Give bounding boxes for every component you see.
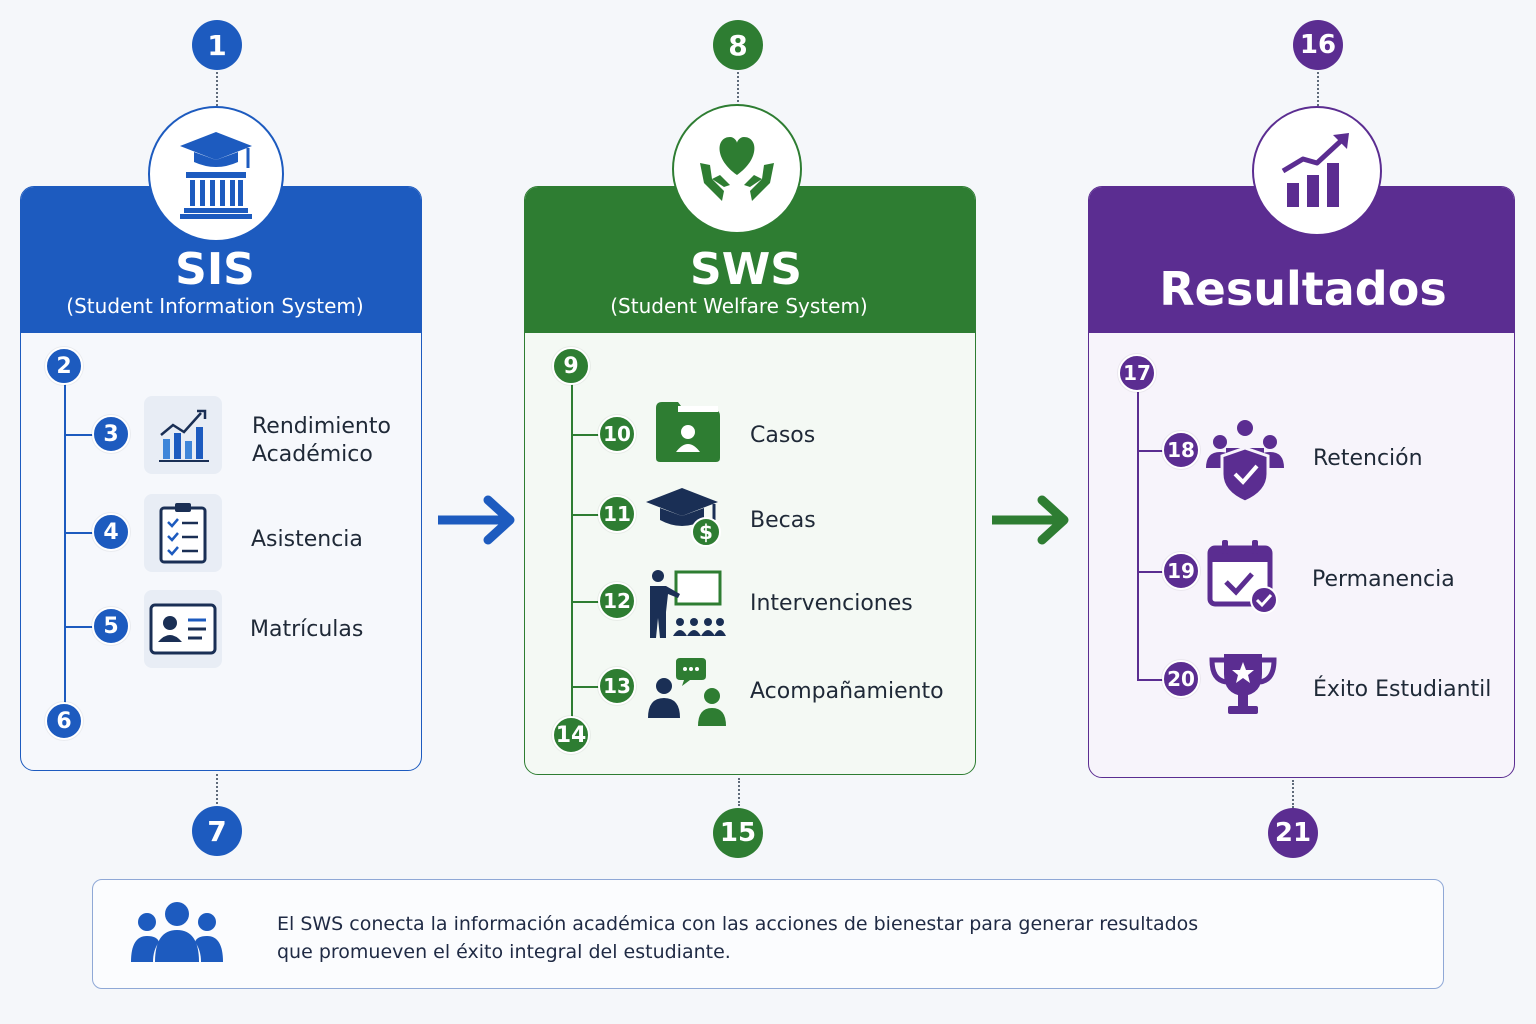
item-label-asistencia: Asistencia bbox=[251, 527, 363, 552]
group-shield-icon bbox=[1206, 420, 1284, 502]
step-badge-12: 12 bbox=[598, 582, 636, 620]
step-badge-5: 5 bbox=[92, 607, 130, 645]
tree-branch bbox=[64, 626, 94, 628]
tree-branch bbox=[1137, 571, 1167, 573]
step-badge-8: 8 bbox=[713, 20, 763, 70]
university-graduation-cap-icon bbox=[148, 106, 284, 242]
item-label-acompanamiento: Acompañamiento bbox=[750, 679, 944, 704]
connector-dotted bbox=[216, 72, 218, 106]
arrow-right-icon bbox=[438, 495, 515, 545]
bar-chart-trend-icon bbox=[144, 396, 222, 474]
folder-user-icon bbox=[656, 402, 720, 462]
item-label-rendimiento: Rendimiento Académico bbox=[252, 414, 391, 467]
trophy-star-icon bbox=[1209, 654, 1277, 714]
step-badge-9: 9 bbox=[552, 347, 590, 385]
step-badge-1: 1 bbox=[192, 20, 242, 70]
item-label-permanencia: Permanencia bbox=[1312, 567, 1455, 592]
step-badge-10: 10 bbox=[598, 415, 636, 453]
sis-title: SIS bbox=[175, 244, 255, 295]
calendar-check-icon bbox=[1207, 540, 1278, 614]
step-badge-13: 13 bbox=[598, 667, 636, 705]
results-tree-line bbox=[1137, 392, 1139, 680]
step-badge-3: 3 bbox=[92, 415, 130, 453]
growth-chart-arrow-icon bbox=[1252, 106, 1382, 236]
step-badge-20: 20 bbox=[1162, 660, 1200, 698]
svg-text:$: $ bbox=[699, 520, 713, 544]
presenter-audience-icon bbox=[650, 570, 726, 638]
sws-subtitle: (Student Welfare System) bbox=[610, 294, 868, 318]
graduation-cap-dollar-icon: $ bbox=[646, 488, 721, 547]
item-label-exito: Éxito Estudiantil bbox=[1313, 677, 1492, 702]
tree-branch bbox=[64, 532, 94, 534]
tree-branch bbox=[64, 434, 94, 436]
arrow-right-icon bbox=[992, 495, 1069, 545]
item-label-casos: Casos bbox=[750, 423, 816, 448]
people-chat-icon bbox=[648, 658, 726, 726]
tree-branch bbox=[571, 601, 601, 603]
hands-heart-icon bbox=[672, 104, 802, 234]
connector-dotted bbox=[1317, 72, 1319, 106]
sis-subtitle: (Student Information System) bbox=[66, 294, 364, 318]
tree-branch bbox=[571, 686, 601, 688]
connector-dotted bbox=[738, 778, 740, 806]
step-badge-17: 17 bbox=[1118, 354, 1156, 392]
step-badge-21: 21 bbox=[1268, 808, 1318, 858]
step-badge-7: 7 bbox=[192, 806, 242, 856]
connector-dotted bbox=[737, 72, 739, 106]
item-label-becas: Becas bbox=[750, 508, 816, 533]
tree-branch bbox=[1137, 679, 1167, 681]
sis-tree-line bbox=[64, 380, 66, 710]
step-badge-14: 14 bbox=[552, 716, 590, 754]
tree-branch bbox=[1137, 450, 1167, 452]
connector-dotted bbox=[216, 774, 218, 804]
tree-branch bbox=[571, 434, 601, 436]
sws-tree-line bbox=[571, 380, 573, 720]
step-badge-19: 19 bbox=[1162, 552, 1200, 590]
summary-note: El SWS conecta la información académica … bbox=[92, 879, 1444, 989]
item-label-intervenciones: Intervenciones bbox=[750, 591, 913, 616]
step-badge-18: 18 bbox=[1162, 431, 1200, 469]
step-badge-6: 6 bbox=[45, 702, 83, 740]
step-badge-11: 11 bbox=[598, 495, 636, 533]
step-badge-2: 2 bbox=[45, 347, 83, 385]
results-body bbox=[1089, 333, 1514, 777]
id-card-icon bbox=[144, 590, 222, 668]
step-badge-15: 15 bbox=[713, 808, 763, 858]
results-title: Resultados bbox=[1159, 262, 1447, 316]
step-badge-4: 4 bbox=[92, 513, 130, 551]
connector-dotted bbox=[1292, 780, 1294, 808]
step-badge-16: 16 bbox=[1293, 20, 1343, 70]
group-people-icon bbox=[131, 902, 223, 962]
checklist-clipboard-icon bbox=[144, 494, 222, 572]
sws-title: SWS bbox=[690, 244, 802, 295]
tree-branch bbox=[571, 514, 601, 516]
item-label-retencion: Retención bbox=[1313, 446, 1423, 471]
sws-body bbox=[525, 333, 975, 774]
summary-text: El SWS conecta la información académica … bbox=[277, 913, 1199, 963]
item-label-matriculas: Matrículas bbox=[250, 617, 364, 642]
